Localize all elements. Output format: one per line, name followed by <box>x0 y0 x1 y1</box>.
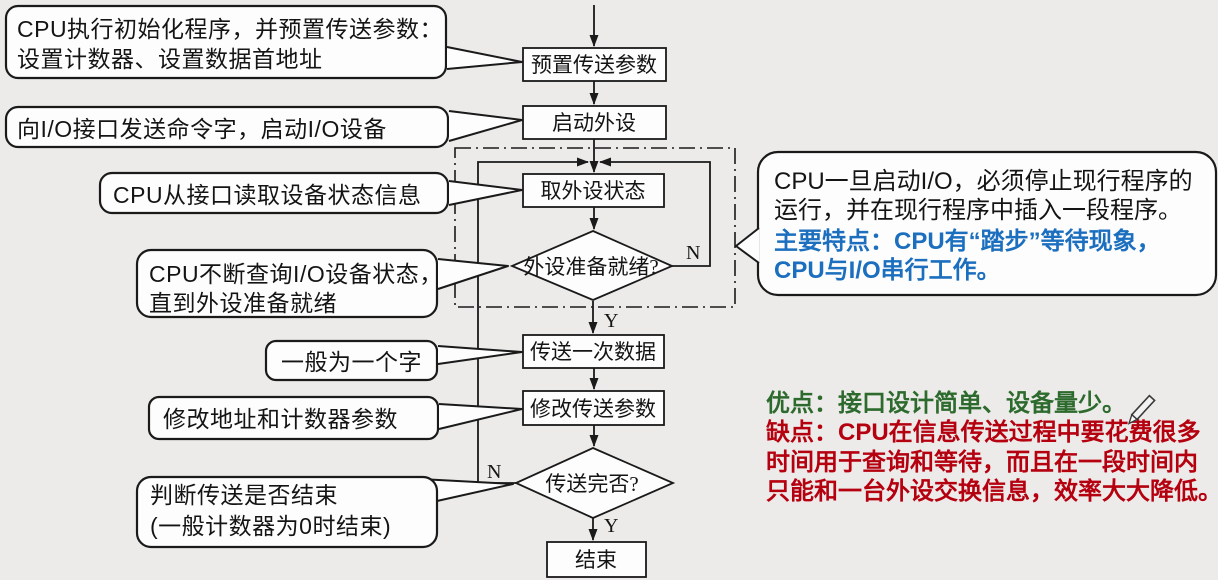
pen-cursor-icon <box>1127 394 1156 425</box>
note-bubble: CPU一旦启动I/O，必须停止现行程序的 运行，并在现行程序中插入一段程序。 主… <box>735 150 1218 297</box>
callout-judge-end: 判断传送是否结束 (一般计数器为0时结束) <box>135 475 514 549</box>
callout-pointer <box>446 46 523 70</box>
callout-one-word: 一般为一个字 <box>264 339 523 382</box>
flow-decision-ready-label: 外设准备就绪? <box>523 255 658 279</box>
note-bubble-pointer <box>735 227 760 264</box>
note-bubble-blue-line2: CPU与I/O串行工作。 <box>774 256 1001 284</box>
flow-box-start-peripheral-label: 启动外设 <box>552 111 636 135</box>
callout-command-line1: 向I/O接口发送命令字，启动I/O设备 <box>17 116 387 142</box>
loop-line-no-branch-done <box>477 157 589 484</box>
flow-decision-ready: 外设准备就绪? <box>509 230 675 301</box>
branch-label-ready-no: N <box>686 242 700 264</box>
note-bubble-black-line2: 运行，并在现行程序中插入一段程序。 <box>774 197 1182 224</box>
callout-pointer <box>438 403 523 430</box>
callout-poll-line1: CPU不断查询I/O设备状态， <box>149 261 443 287</box>
callout-modify-line1: 修改地址和计数器参数 <box>163 406 398 432</box>
callout-pointer <box>419 478 514 502</box>
cons-line-2: 时间用于查询和等待，而且在一段时间内 <box>766 448 1198 476</box>
callout-command: 向I/O接口发送命令字，启动I/O设备 <box>4 105 523 149</box>
cons-line-1: 缺点：CPU在信息传送过程中要花费很多 <box>766 418 1201 446</box>
callout-pointer <box>437 258 509 290</box>
flow-box-transfer-once-label: 传送一次数据 <box>530 340 656 364</box>
flow-box-get-status: 取外设状态 <box>522 173 665 208</box>
flow-decision-done: 传送完否? <box>513 447 676 519</box>
flow-box-transfer-once: 传送一次数据 <box>522 334 665 369</box>
callout-poll: CPU不断查询I/O设备状态， 直到外设准备就绪 <box>135 248 509 319</box>
callout-init: CPU执行初始化程序，并预置传送参数： 设置计数器、设置数据首地址 <box>4 4 523 80</box>
flow-box-preset-label: 预置传送参数 <box>531 53 657 77</box>
branch-label-done-yes: Y <box>604 515 618 537</box>
callout-pointer <box>448 180 523 206</box>
flow-decision-done-label: 传送完否? <box>545 472 638 496</box>
flow-box-get-status-label: 取外设状态 <box>541 179 646 203</box>
flow-box-end: 结束 <box>546 541 647 578</box>
flow-box-modify-params-label: 修改传送参数 <box>530 397 656 421</box>
callout-read-status-line1: CPU从接口读取设备状态信息 <box>113 182 422 208</box>
callout-pointer <box>437 345 523 365</box>
flow-box-end-label: 结束 <box>575 548 617 572</box>
summary-notes: 优点：接口设计简单、设备量少。 缺点：CPU在信息传送过程中要花费很多 时间用于… <box>766 389 1218 505</box>
branch-label-done-no: N <box>487 461 501 483</box>
callout-pointer <box>448 110 523 142</box>
note-bubble-black-line1: CPU一旦启动I/O，必须停止现行程序的 <box>774 168 1193 195</box>
callout-one-word-line1: 一般为一个字 <box>281 349 422 375</box>
cons-line-3: 只能和一台外设交换信息，效率大大降低。 <box>766 477 1218 505</box>
callout-init-line1: CPU执行初始化程序，并预置传送参数： <box>17 16 443 42</box>
branch-label-ready-yes: Y <box>604 310 618 332</box>
callout-read-status: CPU从接口读取设备状态信息 <box>98 171 523 215</box>
flow-box-modify-params: 修改传送参数 <box>522 390 665 426</box>
callout-modify: 修改地址和计数器参数 <box>147 395 523 441</box>
callout-poll-line2: 直到外设准备就绪 <box>149 290 337 316</box>
flow-box-preset: 预置传送参数 <box>522 47 667 82</box>
flow-box-start-peripheral: 启动外设 <box>522 105 667 140</box>
pros-line: 优点：接口设计简单、设备量少。 <box>766 389 1126 417</box>
polling-region-boundary <box>454 147 736 308</box>
note-bubble-blue-line1: 主要特点：CPU有“踏步”等待现象， <box>774 227 1161 255</box>
loop-line-no-branch-ready <box>599 157 711 267</box>
callout-judge-end-line1: 判断传送是否结束 <box>150 482 338 508</box>
callout-judge-end-line2: (一般计数器为0时结束) <box>150 513 391 539</box>
callout-init-line2: 设置计数器、设置数据首地址 <box>17 46 323 72</box>
